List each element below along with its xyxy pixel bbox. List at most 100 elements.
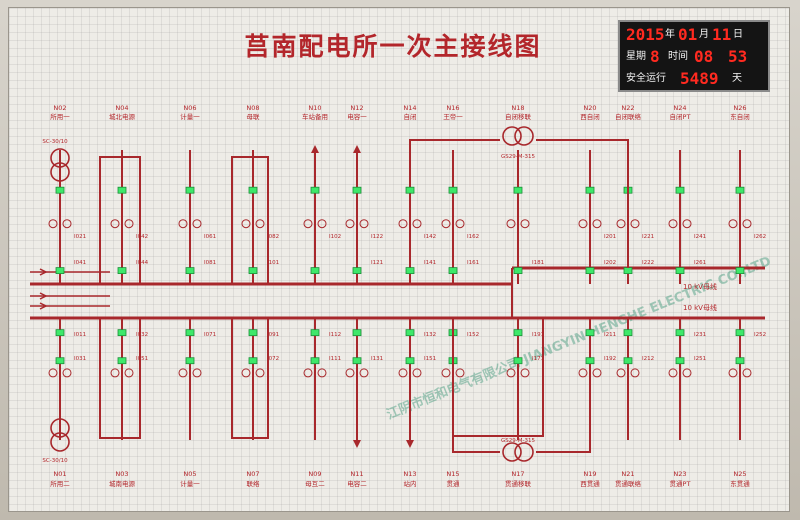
bottom-device-label: I071: [204, 332, 216, 338]
disconnector-lamp-icon: [352, 329, 362, 337]
bus-section-loop-bottom-left: [99, 317, 141, 439]
transformer-label: SC-30/10: [42, 139, 68, 145]
top-feeder-name: 城北电源: [109, 112, 136, 121]
ct-icon: [520, 368, 530, 378]
bottom-feeder-8: [506, 318, 530, 440]
top-feeder-1: [110, 150, 134, 284]
ct-icon: [62, 368, 72, 378]
top-device-label: I142: [424, 234, 436, 240]
ct-icon: [441, 368, 451, 378]
breaker-lamp-icon: [623, 357, 633, 365]
days-unit: 天: [732, 73, 742, 84]
disconnector-lamp-icon: [585, 267, 595, 275]
bottom-device-label: I032: [136, 332, 148, 338]
ct-icon: [398, 368, 408, 378]
ct-icon: [345, 219, 355, 229]
ct-icon: [616, 368, 626, 378]
top-feeder-number: N22: [621, 104, 634, 112]
disconnector-lamp-icon: [623, 267, 633, 275]
breaker-lamp-icon: [248, 357, 258, 365]
bottom-feeder-0: [48, 318, 72, 440]
ct-icon: [682, 368, 692, 378]
disconnector-lamp-icon: [55, 329, 65, 337]
bottom-device-label: I072: [267, 356, 279, 362]
bottom-feeder-number: N23: [673, 470, 686, 478]
safe-run-label: 安全运行: [626, 73, 666, 84]
capacitor-arrow-icon: [353, 440, 361, 448]
ct-icon: [178, 368, 188, 378]
ct-icon: [578, 368, 588, 378]
bottom-feeder-4: [303, 318, 327, 440]
watermark-text: 江阴市恒和电气有限公司 JIANGYIN HENGHE ELECTRIC CO.…: [384, 253, 773, 423]
ct-icon: [668, 219, 678, 229]
top-device-label: I262: [754, 234, 766, 240]
bottom-feeder-name: 贯通PT: [670, 479, 691, 488]
bottom-feeder-name: 所用二: [50, 479, 70, 488]
top-feeder-11: [668, 150, 692, 284]
top-feeder-number: N24: [673, 104, 686, 112]
disconnector-lamp-icon: [735, 329, 745, 337]
bottom-feeder-number: N19: [583, 470, 596, 478]
incoming-arrow-icon: [39, 302, 48, 310]
ct-icon: [345, 368, 355, 378]
ct-icon: [178, 219, 188, 229]
transformer-feed-line: [452, 440, 500, 453]
top-device-label: I121: [371, 260, 383, 266]
breaker-lamp-icon: [248, 186, 258, 194]
top-feeder-name: 电容一: [347, 112, 367, 121]
top-feeder-name: 自闭: [404, 112, 417, 121]
top-feeder-name: 自闭联络: [615, 112, 642, 121]
transformer-feed-line: [409, 139, 500, 150]
top-device-label: I021: [74, 234, 86, 240]
top-feeder-5: [345, 150, 369, 284]
breaker-lamp-icon: [405, 186, 415, 194]
bottom-feeder-1: [110, 318, 134, 440]
clock-month: 01: [678, 25, 698, 44]
transformer-label: GS29-M-315: [501, 154, 535, 160]
ct-icon: [630, 368, 640, 378]
top-device-label: I041: [74, 260, 86, 266]
bottom-feeder-number: N03: [115, 470, 128, 478]
disconnector-lamp-icon: [623, 329, 633, 337]
bottom-feeder-3: [241, 318, 265, 440]
ct-icon: [668, 368, 678, 378]
top-device-label: I101: [267, 260, 279, 266]
ct-icon: [255, 368, 265, 378]
top-feeder-12: [728, 150, 752, 284]
ct-icon: [455, 219, 465, 229]
bottom-feeder-number: N13: [403, 470, 416, 478]
ct-icon: [592, 368, 602, 378]
bottom-feeder-number: N07: [246, 470, 259, 478]
ct-icon: [110, 219, 120, 229]
breaker-lamp-icon: [448, 186, 458, 194]
ct-icon: [62, 219, 72, 229]
ct-icon: [616, 219, 626, 229]
bottom-feeder-name: 母互二: [305, 480, 325, 488]
ct-icon: [728, 368, 738, 378]
disconnector-lamp-icon: [117, 329, 127, 337]
breaker-lamp-icon: [310, 357, 320, 365]
bottom-device-label: I031: [74, 356, 86, 362]
disconnector-lamp-icon: [513, 267, 523, 275]
clock-minute: 53: [728, 47, 748, 66]
bottom-device-label: I191: [532, 332, 544, 338]
ct-icon: [110, 368, 120, 378]
ct-icon: [412, 219, 422, 229]
top-device-label: I261: [694, 260, 706, 266]
bottom-device-label: I051: [136, 356, 148, 362]
clock-hour: 08: [694, 47, 714, 66]
outgoing-arrow-icon: [406, 440, 414, 448]
breaker-lamp-icon: [513, 357, 523, 365]
disconnector-lamp-icon: [55, 267, 65, 275]
lower-bus-label: 10 kV母线: [683, 303, 717, 312]
breaker-lamp-icon: [513, 186, 523, 194]
breaker-lamp-icon: [117, 186, 127, 194]
ct-icon: [124, 219, 134, 229]
disconnector-lamp-icon: [675, 267, 685, 275]
top-device-label: I222: [642, 260, 654, 266]
ct-icon: [48, 368, 58, 378]
disconnector-lamp-icon: [405, 329, 415, 337]
breaker-lamp-icon: [735, 186, 745, 194]
disconnector-lamp-icon: [185, 267, 195, 275]
disconnector-lamp-icon: [117, 267, 127, 275]
